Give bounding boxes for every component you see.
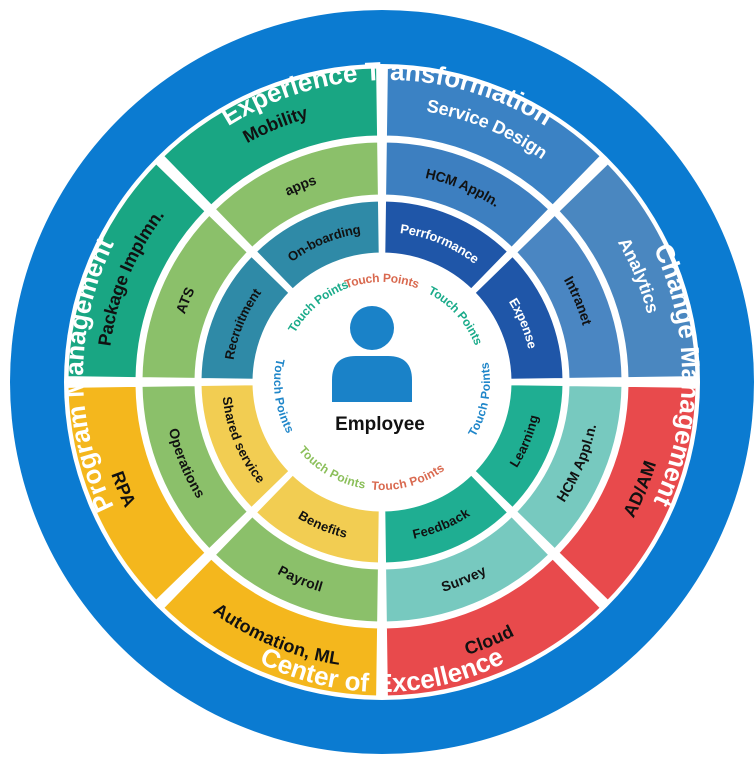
segment-band3-0	[383, 65, 604, 209]
segment-band1-0	[382, 198, 512, 293]
segment-band3-3	[383, 555, 604, 699]
segment-band2-7	[211, 139, 381, 251]
segment-band3-5	[65, 383, 209, 604]
segment-band1-4	[252, 471, 382, 566]
segment-band3-6	[65, 160, 209, 381]
segment-band2-2	[513, 383, 625, 553]
segment-band3-7	[160, 65, 381, 209]
segment-band1-7	[252, 198, 382, 293]
segment-band1-5	[198, 382, 293, 512]
segment-band1-1	[471, 252, 566, 382]
person-icon	[332, 306, 412, 402]
segment-band1-6	[198, 252, 293, 382]
segment-band1-3	[382, 471, 512, 566]
segment-band2-0	[383, 139, 553, 251]
segment-band2-3	[383, 513, 553, 625]
segment-band3-1	[555, 160, 699, 381]
segments-layer	[65, 65, 699, 699]
segment-band1-2	[471, 382, 566, 512]
segment-band3-4	[160, 555, 381, 699]
touch-point-label-0: Touch Points	[343, 271, 422, 291]
segment-band2-4	[211, 513, 381, 625]
segment-band2-6	[139, 211, 251, 381]
segment-band3-2	[555, 383, 699, 604]
employee-label: Employee	[335, 414, 425, 435]
segment-band2-5	[139, 383, 251, 553]
segment-band2-1	[513, 211, 625, 381]
